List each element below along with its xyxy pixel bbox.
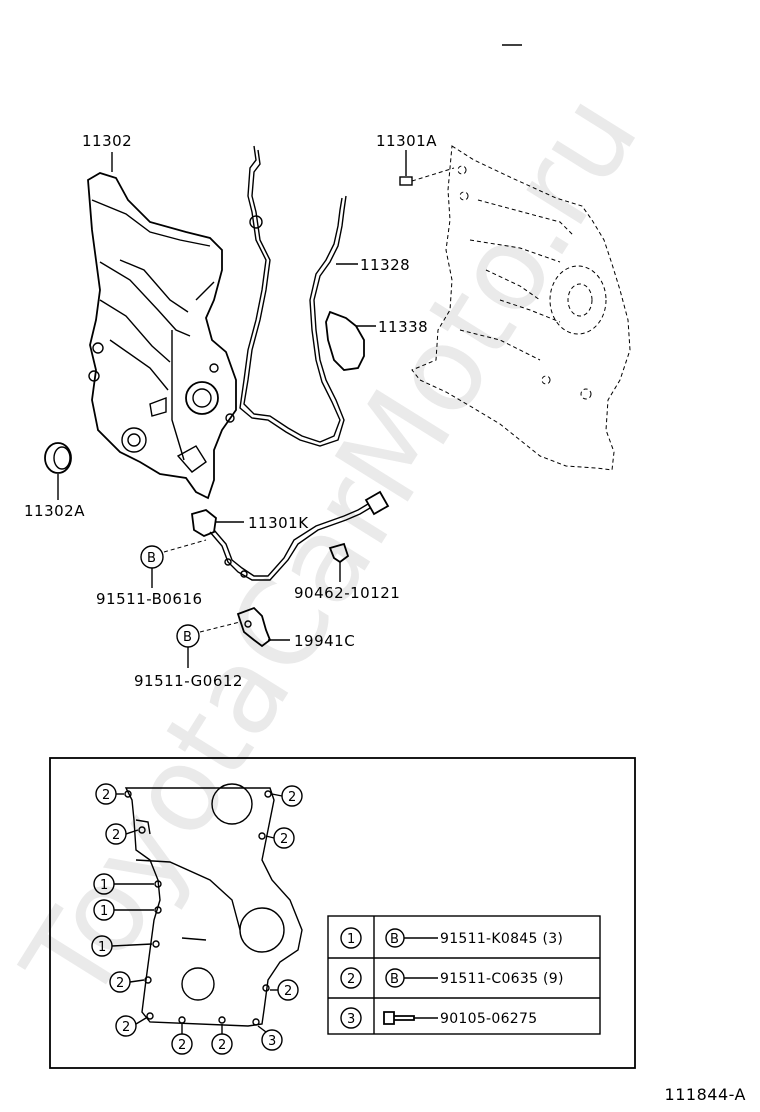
gasket-11338 xyxy=(325,310,365,371)
svg-text:2: 2 xyxy=(284,984,292,999)
svg-text:2: 2 xyxy=(218,1038,226,1053)
label-11302A: 11302A xyxy=(24,502,85,520)
svg-text:2: 2 xyxy=(116,976,124,991)
bolt-legend-table: 1 B 91511-K0845 (3) 2 B 91511-C0635 (9) … xyxy=(327,915,601,1035)
label-91511-G0612: 91511-G0612 xyxy=(134,672,243,690)
bolt-dash-b0616 xyxy=(163,539,207,553)
dowel-pin-dash xyxy=(411,167,455,182)
gasket-11328 xyxy=(239,145,347,447)
svg-text:1: 1 xyxy=(98,940,106,955)
svg-text:2: 2 xyxy=(288,790,296,805)
sensor-11301K xyxy=(191,490,390,581)
legend-num-2: 2 xyxy=(347,972,355,987)
callouts: 2 2 2 2 1 1 1 2 2 2 2 2 3 xyxy=(91,783,303,1055)
bracket-hole xyxy=(244,620,252,628)
legend-part-2: 91511-C0635 (9) xyxy=(440,971,564,987)
svg-text:2: 2 xyxy=(280,832,288,847)
legend-part-3: 90105-06275 xyxy=(440,1011,537,1027)
svg-text:2: 2 xyxy=(102,788,110,803)
bolt-layout-inset xyxy=(49,757,636,1069)
legend-num-3: 3 xyxy=(347,1012,355,1027)
bolt-letter-g0612: B xyxy=(183,630,192,645)
oil-seal-11302A xyxy=(44,442,72,474)
inset-bolt-holes xyxy=(124,790,272,1026)
clip-90462 xyxy=(328,542,350,564)
svg-text:2: 2 xyxy=(112,828,120,843)
engine-block xyxy=(411,145,631,471)
svg-text:1: 1 xyxy=(100,878,108,893)
svg-text:3: 3 xyxy=(268,1034,276,1049)
timing-cover-11302 xyxy=(87,172,237,500)
diagram-code: 111844-A xyxy=(664,1085,746,1104)
label-11301A: 11301A xyxy=(376,132,437,150)
label-91511-B0616: 91511-B0616 xyxy=(96,590,203,608)
label-90462: 90462-10121 xyxy=(294,584,400,602)
legend-code-1: B xyxy=(390,932,399,947)
svg-text:1: 1 xyxy=(100,904,108,919)
svg-text:2: 2 xyxy=(178,1038,186,1053)
label-11338: 11338 xyxy=(378,318,428,336)
label-11328: 11328 xyxy=(360,256,410,274)
legend-num-1: 1 xyxy=(347,932,355,947)
dowel-pin-11301A xyxy=(399,176,413,186)
label-19941C: 19941C xyxy=(294,632,355,650)
svg-text:2: 2 xyxy=(122,1020,130,1035)
flange-bolt-icon xyxy=(383,1011,415,1025)
legend-part-1: 91511-K0845 (3) xyxy=(440,931,563,947)
label-11302: 11302 xyxy=(82,132,132,150)
label-11301K: 11301K xyxy=(248,514,309,532)
legend-code-2: B xyxy=(390,972,399,987)
bolt-letter-b0616: B xyxy=(147,551,156,566)
